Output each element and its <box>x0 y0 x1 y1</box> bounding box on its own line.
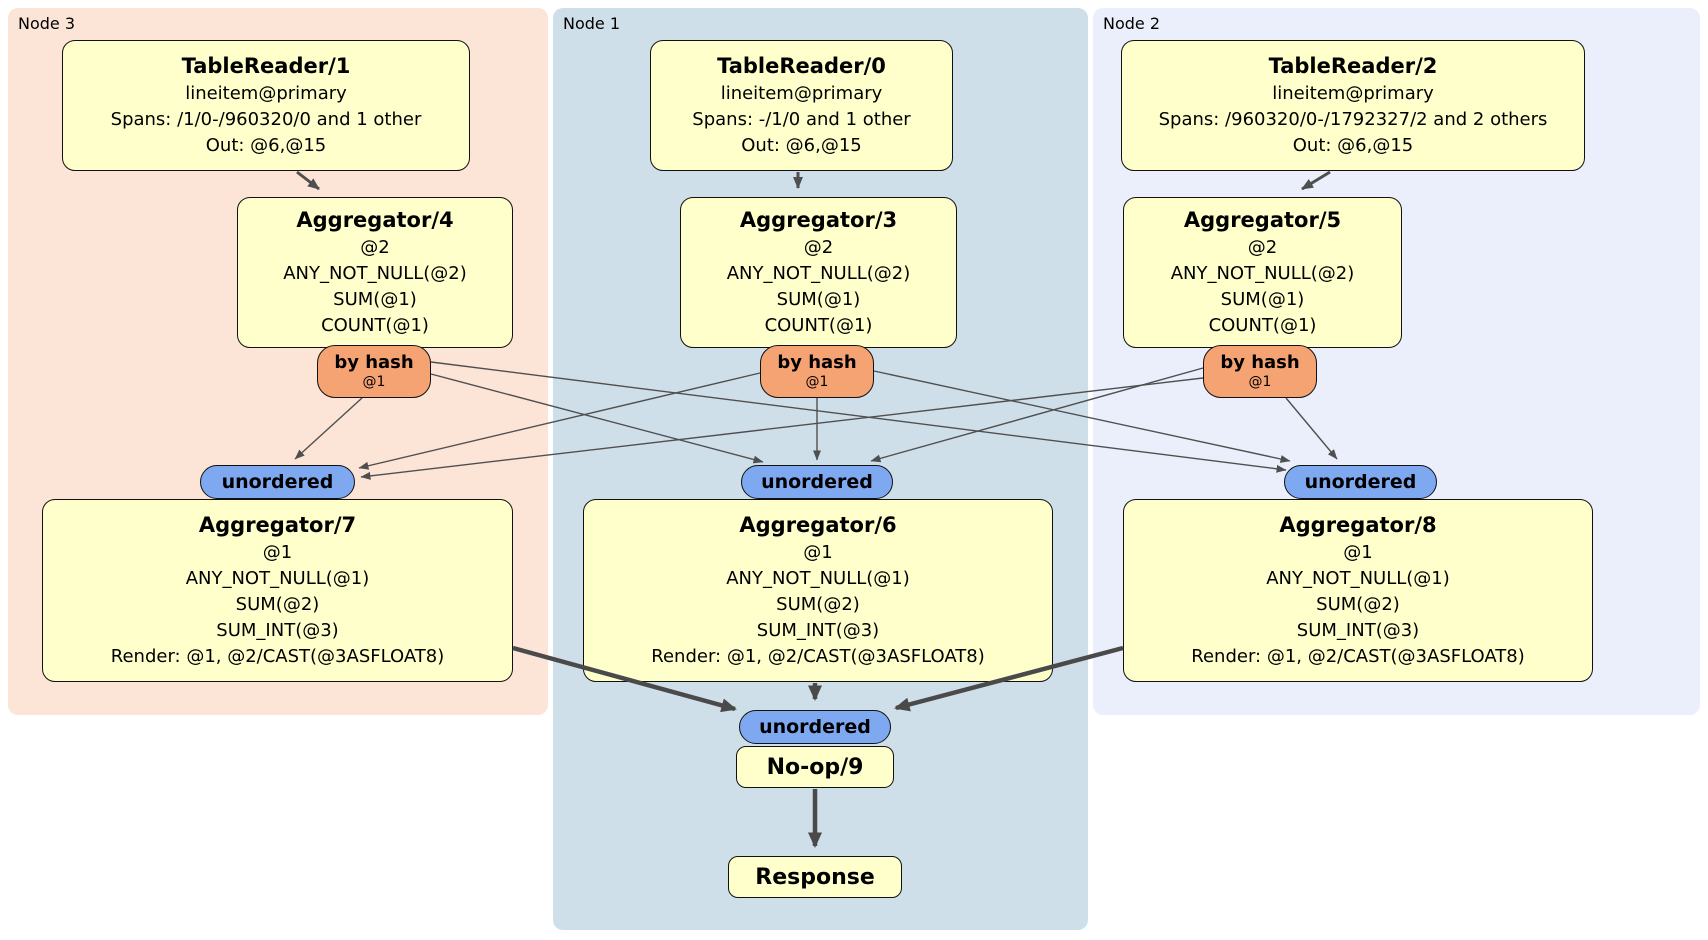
processor-title: No-op/9 <box>766 754 864 780</box>
processor-detail: Spans: /1/0-/960320/0 and 1 other <box>110 109 422 130</box>
sync-label: unordered <box>1304 471 1417 493</box>
processor-detail: Render: @1, @2/CAST(@3ASFLOAT8) <box>110 646 445 667</box>
processor-title: Aggregator/4 <box>296 208 454 232</box>
processor-detail: SUM_INT(@3) <box>1296 620 1420 641</box>
processor-detail: lineitem@primary <box>720 83 883 104</box>
processor-detail: ANY_NOT_NULL(@1) <box>1266 568 1450 589</box>
processor-detail: ANY_NOT_NULL(@2) <box>1170 263 1355 284</box>
processor-detail: Render: @1, @2/CAST(@3ASFLOAT8) <box>651 646 985 667</box>
sync-unordered-node1: unordered <box>741 465 893 499</box>
processor-detail: @2 <box>803 237 834 258</box>
region-node-2-label: Node 2 <box>1103 14 1161 33</box>
response-node: Response <box>728 856 902 898</box>
processor-detail: ANY_NOT_NULL(@1) <box>726 568 910 589</box>
processor-detail: Render: @1, @2/CAST(@3ASFLOAT8) <box>1191 646 1525 667</box>
processor-detail: SUM(@1) <box>333 289 417 310</box>
processor-detail: @1 <box>1343 542 1373 563</box>
router-label: by hash <box>1220 352 1300 373</box>
processor-detail: Out: @6,@15 <box>1292 135 1414 156</box>
processor-title: Aggregator/5 <box>1183 208 1342 232</box>
processor-title: TableReader/0 <box>717 54 886 78</box>
processor-detail: SUM(@1) <box>776 289 861 310</box>
processor-tablereader-1: TableReader/1 lineitem@primary Spans: /1… <box>62 40 470 171</box>
processor-title: Aggregator/3 <box>739 208 898 232</box>
router-label: by hash <box>334 352 414 373</box>
processor-noop-9: No-op/9 <box>736 746 894 788</box>
router-by-hash-node3: by hash @1 <box>317 345 431 398</box>
processor-detail: SUM_INT(@3) <box>216 620 339 641</box>
router-label: by hash <box>777 352 857 373</box>
processor-detail: SUM_INT(@3) <box>756 620 880 641</box>
processor-detail: SUM(@2) <box>235 594 320 615</box>
processor-detail: @2 <box>360 237 390 258</box>
processor-aggregator-8: Aggregator/8 @1 ANY_NOT_NULL(@1) SUM(@2)… <box>1123 499 1593 682</box>
processor-detail: Out: @6,@15 <box>741 135 862 156</box>
sync-label: unordered <box>759 716 871 738</box>
processor-aggregator-4: Aggregator/4 @2 ANY_NOT_NULL(@2) SUM(@1)… <box>237 197 513 348</box>
processor-detail: SUM(@1) <box>1220 289 1305 310</box>
processor-detail: lineitem@primary <box>185 83 347 104</box>
processor-aggregator-3: Aggregator/3 @2 ANY_NOT_NULL(@2) SUM(@1)… <box>680 197 957 348</box>
sync-unordered-node3: unordered <box>200 465 355 499</box>
processor-tablereader-0: TableReader/0 lineitem@primary Spans: -/… <box>650 40 953 171</box>
processor-title: TableReader/2 <box>1268 54 1438 78</box>
router-by-hash-node2: by hash @1 <box>1203 345 1317 398</box>
region-node-1-label: Node 1 <box>563 14 621 33</box>
processor-detail: lineitem@primary <box>1272 83 1434 104</box>
processor-aggregator-5: Aggregator/5 @2 ANY_NOT_NULL(@2) SUM(@1)… <box>1123 197 1402 348</box>
processor-title: Response <box>755 864 875 890</box>
router-detail: @1 <box>805 374 829 390</box>
processor-detail: COUNT(@1) <box>764 315 873 336</box>
processor-detail: COUNT(@1) <box>1208 315 1317 336</box>
processor-detail: SUM(@2) <box>776 594 860 615</box>
router-detail: @1 <box>1248 374 1272 390</box>
processor-detail: ANY_NOT_NULL(@2) <box>283 263 467 284</box>
processor-title: Aggregator/6 <box>739 513 897 537</box>
processor-detail: @1 <box>803 542 833 563</box>
region-node-3-label: Node 3 <box>18 14 76 33</box>
processor-tablereader-2: TableReader/2 lineitem@primary Spans: /9… <box>1121 40 1585 171</box>
processor-detail: @1 <box>262 542 293 563</box>
processor-title: Aggregator/7 <box>198 513 357 537</box>
processor-detail: SUM(@2) <box>1316 594 1400 615</box>
processor-detail: ANY_NOT_NULL(@2) <box>726 263 911 284</box>
sync-label: unordered <box>761 471 873 493</box>
processor-aggregator-7: Aggregator/7 @1 ANY_NOT_NULL(@1) SUM(@2)… <box>42 499 513 682</box>
processor-detail: Spans: /960320/0-/1792327/2 and 2 others <box>1158 109 1548 130</box>
sync-unordered-final: unordered <box>739 710 891 744</box>
processor-detail: Out: @6,@15 <box>205 135 327 156</box>
processor-detail: ANY_NOT_NULL(@1) <box>185 568 370 589</box>
sync-unordered-node2: unordered <box>1284 465 1437 499</box>
sync-label: unordered <box>221 471 334 493</box>
processor-detail: @2 <box>1247 237 1278 258</box>
router-detail: @1 <box>362 374 386 390</box>
processor-title: Aggregator/8 <box>1279 513 1437 537</box>
processor-detail: Spans: -/1/0 and 1 other <box>692 109 911 130</box>
processor-aggregator-6: Aggregator/6 @1 ANY_NOT_NULL(@1) SUM(@2)… <box>583 499 1053 682</box>
processor-title: TableReader/1 <box>181 54 351 78</box>
router-by-hash-node1: by hash @1 <box>760 345 874 398</box>
processor-detail: COUNT(@1) <box>321 315 429 336</box>
